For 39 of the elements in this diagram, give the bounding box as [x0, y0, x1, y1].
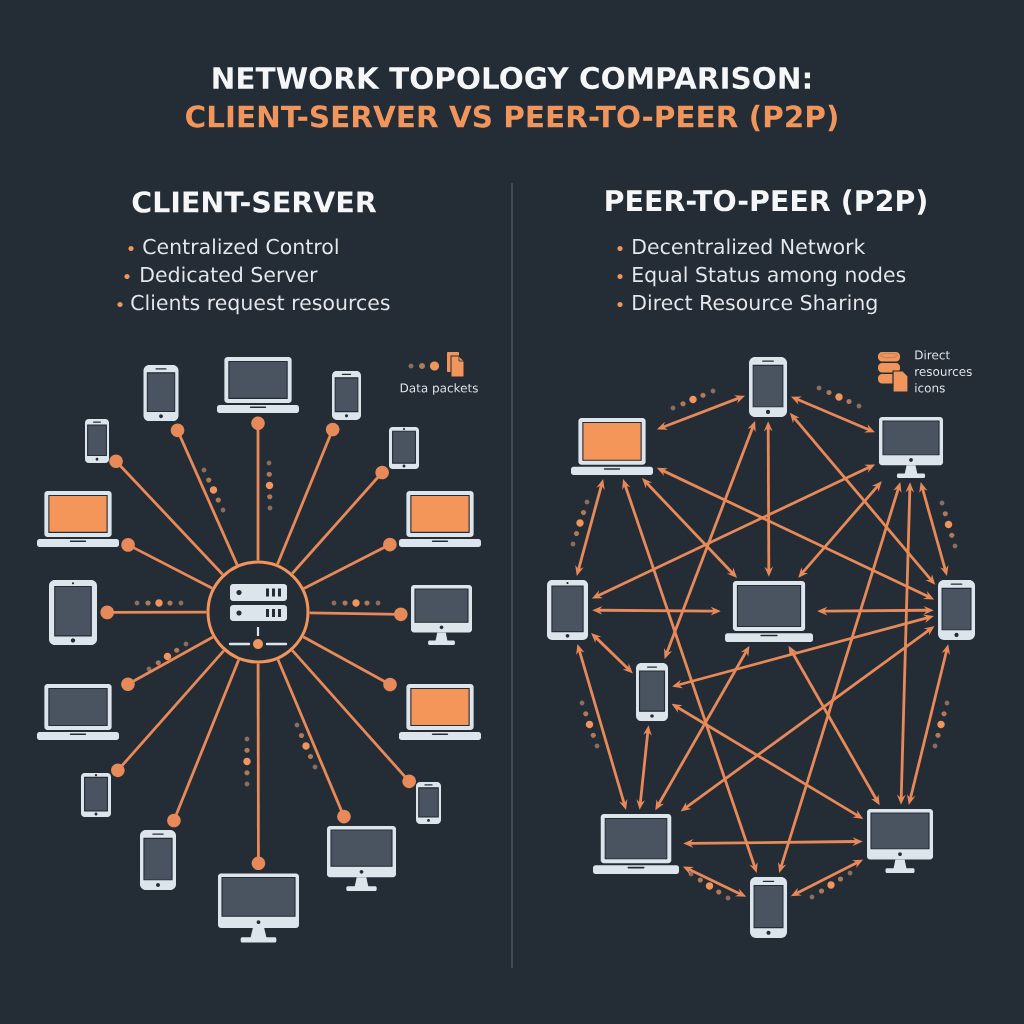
section-heading: PEER-TO-PEER (P2P) — [606, 189, 926, 215]
tablet-icon — [547, 580, 588, 640]
server-hub — [206, 560, 310, 664]
laptop-icon — [399, 684, 481, 740]
phone-icon — [143, 365, 179, 421]
tablet-icon — [389, 427, 419, 469]
phone-icon — [140, 830, 176, 890]
monitor-icon — [867, 809, 933, 873]
phone-icon — [938, 580, 975, 640]
legend-label: Direct resources icons — [915, 350, 972, 393]
bullet-text: Equal Status among nodes — [633, 266, 906, 287]
bullet-text: Dedicated Server — [141, 266, 318, 283]
monitor-icon — [218, 873, 299, 943]
subtitle: CLIENT-SERVER VS PEER-TO-PEER (P2P) — [186, 104, 837, 132]
laptop-icon — [725, 581, 813, 642]
bullet-text: Decentralized Network — [633, 238, 866, 255]
phone-icon — [636, 663, 668, 721]
legend-label: Data packets — [400, 383, 478, 395]
title: NETWORK TOPOLOGY COMPARISON: — [213, 66, 810, 90]
laptop-icon — [593, 814, 679, 874]
laptop-icon — [217, 357, 299, 413]
phone-icon — [332, 371, 361, 420]
phone-icon — [416, 782, 441, 824]
laptop-icon — [399, 491, 481, 547]
monitor-icon — [327, 826, 396, 891]
laptop-icon — [571, 418, 653, 475]
monitor-icon — [411, 585, 472, 645]
tablet-icon — [81, 773, 111, 817]
laptop-icon — [37, 491, 119, 547]
laptop-icon — [37, 684, 119, 740]
tablet-icon — [49, 580, 97, 645]
monitor-icon — [879, 417, 943, 478]
phone-icon — [750, 877, 787, 938]
phone-icon — [749, 357, 787, 417]
phone-icon — [85, 419, 109, 463]
bullet-text: Centralized Control — [143, 238, 338, 255]
bullet-text: Clients request resources — [131, 294, 390, 315]
bullet-text: Direct Resource Sharing — [633, 294, 877, 315]
section-heading: CLIENT-SERVER — [132, 191, 377, 213]
